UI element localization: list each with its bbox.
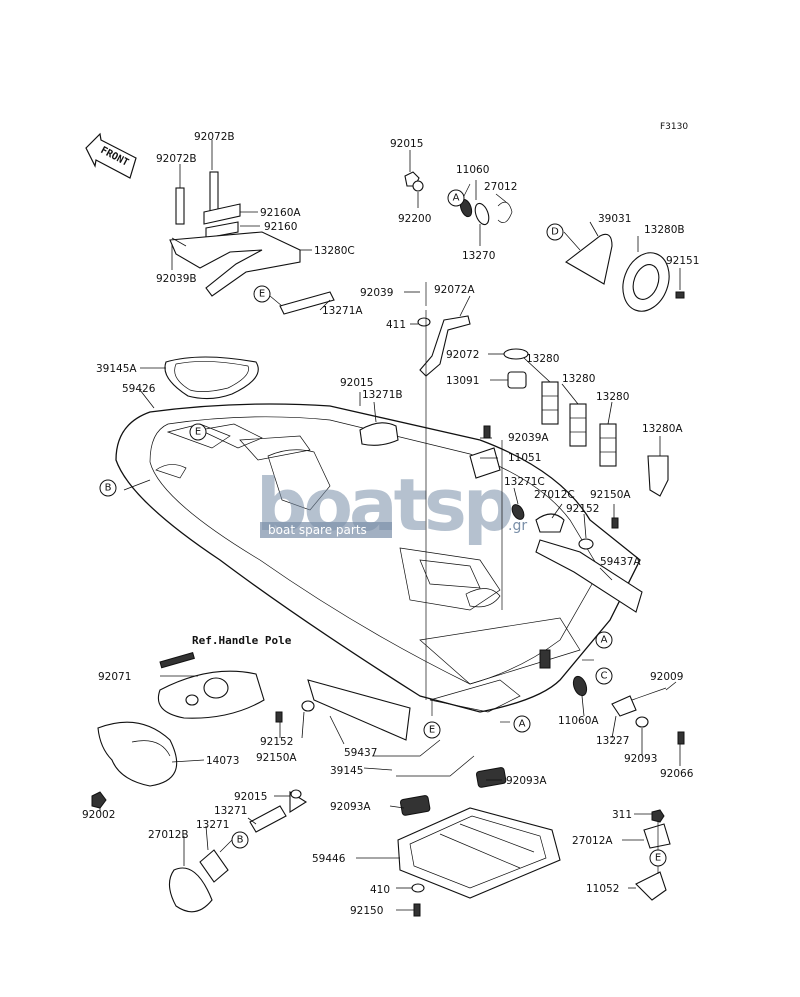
part-label: 39031 xyxy=(598,213,631,225)
watermark-suffix: .gr xyxy=(508,518,527,534)
part-label: 13271A xyxy=(322,305,363,317)
part-label: 92160 xyxy=(264,221,297,233)
part-label: 11051 xyxy=(508,452,541,464)
callout-A-2: A xyxy=(595,631,613,649)
part-label: 13227 xyxy=(596,735,629,747)
part-label: 92072B xyxy=(194,131,235,143)
part-label: 13280 xyxy=(526,353,559,365)
part-label: 92093A xyxy=(330,801,371,813)
callout-B-2: B xyxy=(231,831,249,849)
part-label: 92039A xyxy=(508,432,549,444)
part-label: 92015 xyxy=(340,377,373,389)
part-label: 59437A xyxy=(600,556,641,568)
part-label: 13271 xyxy=(214,805,247,817)
ref-handle-pole-label: Ref.Handle Pole xyxy=(192,634,292,647)
part-label: 13271C xyxy=(504,476,545,488)
part-label: 92002 xyxy=(82,809,115,821)
svg-text:B: B xyxy=(105,483,112,494)
svg-text:B: B xyxy=(237,835,244,846)
part-label: 13280B xyxy=(644,224,685,236)
part-label: 39145A xyxy=(96,363,137,375)
watermark-tagline: boat spare parts xyxy=(268,523,367,537)
top-middle-parts-drawing xyxy=(404,171,685,389)
part-label: 92039B xyxy=(156,273,197,285)
callout-C-1: D xyxy=(546,223,564,241)
part-label: 92160A xyxy=(260,207,301,219)
part-label: 92152 xyxy=(566,503,599,515)
part-label: 92071 xyxy=(98,671,131,683)
part-label: 27012 xyxy=(484,181,517,193)
handle-pole-cover-drawing xyxy=(91,652,475,809)
part-label: 27012B xyxy=(148,829,189,841)
part-label: 92039 xyxy=(360,287,393,299)
part-label: 59437 xyxy=(344,747,377,759)
bottom-plate-drawing xyxy=(168,767,561,917)
part-label: 92151 xyxy=(666,255,699,267)
svg-text:A: A xyxy=(453,193,460,204)
hull-drawing xyxy=(115,356,641,713)
callout-D-1: E xyxy=(253,285,271,303)
part-label: 92093A xyxy=(506,775,547,787)
part-label: 14073 xyxy=(206,755,239,767)
right-side-parts-drawing xyxy=(359,422,643,613)
part-label: 92015 xyxy=(234,791,267,803)
svg-text:A: A xyxy=(519,719,526,730)
svg-text:A: A xyxy=(601,635,608,646)
part-label: 92072 xyxy=(446,349,479,361)
part-label: 92066 xyxy=(660,768,694,780)
part-label: 13280C xyxy=(314,245,355,257)
part-label: 13280 xyxy=(596,391,629,403)
part-label: 39145 xyxy=(330,765,363,777)
part-label: 27012A xyxy=(572,835,613,847)
callout-A-1: A xyxy=(447,189,465,207)
callout-C-2: C xyxy=(595,667,613,685)
svg-text:D: D xyxy=(551,227,559,238)
figure-code: F3130 xyxy=(660,122,688,132)
part-labels: 92072B 92072B 92160A 92160 13280C 92039B… xyxy=(82,131,699,917)
part-label: 92072A xyxy=(434,284,475,296)
part-label: 11060 xyxy=(456,164,489,176)
part-label: 92093 xyxy=(624,753,657,765)
part-label: 410 xyxy=(370,884,390,896)
watermark-logo: boatsp .gr boat spare parts xyxy=(256,463,527,547)
callout-D-2: E xyxy=(189,423,207,441)
part-label: 11060A xyxy=(558,715,599,727)
part-label: 11052 xyxy=(586,883,619,895)
svg-text:E: E xyxy=(195,427,201,438)
callout-E-2: E xyxy=(649,849,667,867)
front-arrow-icon: FRONT xyxy=(85,132,137,179)
part-label: 311 xyxy=(612,809,632,821)
part-label: 59446 xyxy=(312,853,346,865)
rear-bracket-assembly-drawing xyxy=(169,171,335,315)
callout-B-1: B xyxy=(99,479,117,497)
leader-lines xyxy=(99,140,681,911)
svg-text:E: E xyxy=(655,853,661,864)
part-label: 92150A xyxy=(590,489,631,501)
bottom-right-parts-drawing xyxy=(611,687,685,901)
svg-text:C: C xyxy=(601,671,608,682)
part-label: 27012C xyxy=(534,489,575,501)
callout-E-1: E xyxy=(423,721,441,739)
svg-text:E: E xyxy=(259,289,265,300)
svg-text:E: E xyxy=(429,725,435,736)
part-label: 92009 xyxy=(650,671,683,683)
part-label: 13280 xyxy=(562,373,595,385)
part-label: 13271B xyxy=(362,389,403,401)
part-label: 411 xyxy=(386,319,406,331)
part-label: 92150A xyxy=(256,752,297,764)
part-label: 13280A xyxy=(642,423,683,435)
part-label: 92015 xyxy=(390,138,423,150)
part-label: 92150 xyxy=(350,905,383,917)
part-label: 13270 xyxy=(462,250,495,262)
part-label: 92152 xyxy=(260,736,293,748)
callout-A-3: A xyxy=(513,715,531,733)
part-label: 13091 xyxy=(446,375,479,387)
part-label: 13271 xyxy=(196,819,229,831)
part-label: 92200 xyxy=(398,213,431,225)
part-label: 59426 xyxy=(122,383,156,395)
part-label: 92072B xyxy=(156,153,197,165)
